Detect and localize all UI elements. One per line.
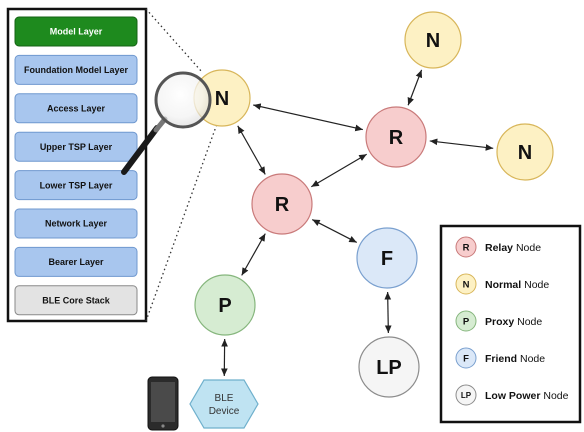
stack-layer: Upper TSP Layer [14,131,138,162]
link-n_left-r_mid [237,125,266,175]
stack-layer-box [14,170,138,201]
stack-layer-label: Foundation Model Layer [24,65,128,75]
ble-device-hexagon [189,379,259,429]
magnifier-neck [153,116,168,133]
legend-label: Low Power Node [485,390,569,402]
legend-swatch-letter: P [463,317,470,328]
zoom-line-top [145,8,203,73]
phone-home-button [161,424,165,428]
stack-layer: Access Layer [14,93,138,124]
proxy-node-label: P [218,295,231,317]
legend-swatch-letter: N [463,280,470,291]
stack-layer: BLE Core Stack [14,285,138,316]
stack-layer-label: Lower TSP Layer [40,180,113,190]
normal-node: N [404,11,462,69]
legend-label: Friend Node [485,353,545,365]
stack-layer-label: Model Layer [50,27,103,37]
normal-node-label: N [215,88,229,110]
stack-layer-box [14,285,138,316]
legend-swatch-letter: LP [461,391,472,400]
proxy-node: P [194,274,256,336]
normal-node-label: N [426,30,440,52]
legend-swatch [455,310,477,332]
legend-item-relay: R Relay Node [455,236,541,258]
legend-swatch-letter: R [463,243,470,254]
legend-swatch-letter: F [463,354,469,365]
legend-swatch [455,236,477,258]
legend-label: Proxy Node [485,316,542,328]
smartphone-icon [147,376,179,431]
lowpower-node: LP [358,336,420,398]
phone-screen [151,382,175,422]
legend-swatch [455,347,477,369]
stack-layer-box [14,131,138,162]
legend-item-lowpower: LP Low Power Node [455,384,569,406]
relay-node-circle [365,106,427,168]
friend-node: F [356,227,418,289]
relay-node-label: R [389,127,404,149]
relay-node-circle [251,173,313,235]
stack-layer-box [14,54,138,85]
stack-layer: Lower TSP Layer [14,170,138,201]
normal-node: N [496,123,554,181]
stack-layer-label: BLE Core Stack [42,296,111,306]
lowpower-node-circle [358,336,420,398]
lowpower-node-label: LP [376,357,402,379]
legend-swatch [455,384,477,406]
legend-item-normal: N Normal Node [455,273,549,295]
stack-layer-box [14,208,138,239]
legend-label: Normal Node [485,279,549,291]
normal-node-circle [404,11,462,69]
magnifier-icon [121,71,212,175]
ble-device-label-line1: BLE [215,393,234,404]
stack-layer-label: Network Layer [45,219,108,229]
link-f-lp [384,291,392,334]
relay-node: R [365,106,427,168]
stack-layer-label: Bearer Layer [48,257,104,267]
stack-layer-box [14,16,138,47]
ble-device: BLE Device [189,379,259,429]
link-r_top-r_mid [311,153,367,188]
ble-device-label-line2: Device [209,406,240,417]
stack-layer-box [14,93,138,124]
stack-layer-box [14,246,138,277]
stack-layer: Bearer Layer [14,246,138,277]
legend-swatch [455,273,477,295]
normal-node-circle [496,123,554,181]
magnifier-lens [154,71,212,129]
stack-layer: Model Layer [14,16,138,47]
mesh-nodes: N N N R R F LP P [193,11,554,398]
stack-layer-label: Access Layer [47,104,106,114]
link-n_left-r_top [253,103,363,132]
legend-label: Relay Node [485,242,541,254]
link-r_top-n_top [407,69,423,106]
link-r_mid-p [241,233,266,276]
link-r_mid-f [311,219,358,243]
stack-layer-label: Upper TSP Layer [40,142,113,152]
normal-node-label: N [518,142,532,164]
zoom-guide-lines [145,8,219,322]
legend-item-friend: F Friend Node [455,347,545,369]
relay-node-label: R [275,194,290,216]
mesh-links [220,69,494,377]
proxy-node-circle [194,274,256,336]
link-r_top-n_right [429,138,494,151]
stack-layer: Foundation Model Layer [14,54,138,85]
stack-layer: Network Layer [14,208,138,239]
legend-item-proxy: P Proxy Node [455,310,542,332]
relay-node: R [251,173,313,235]
magnifier-handle [121,125,160,175]
friend-node-circle [356,227,418,289]
friend-node-label: F [381,248,393,270]
